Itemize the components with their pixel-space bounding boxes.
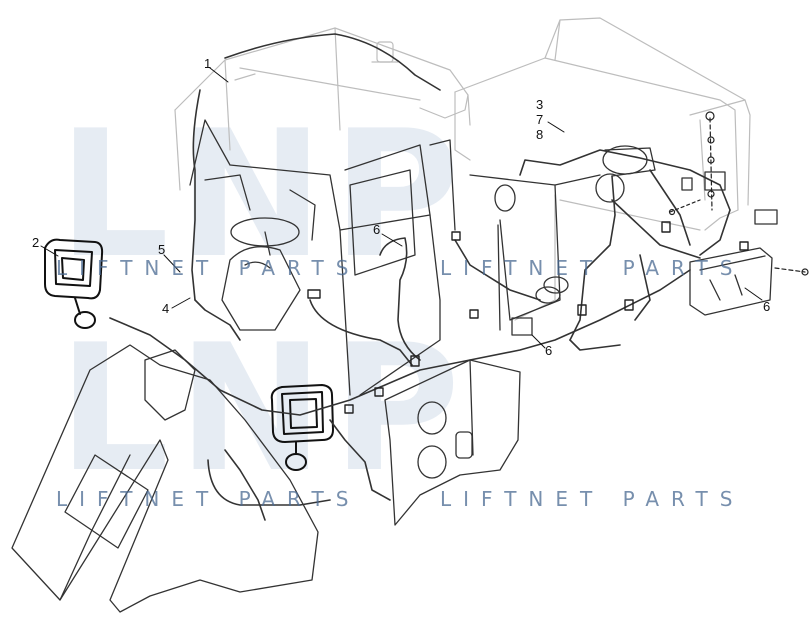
callout-5: 5 <box>158 242 166 257</box>
watermark-text-1: LIFTNET PARTS <box>56 256 361 280</box>
watermark-text-4: LIFTNET PARTS <box>440 487 745 511</box>
watermark-text-3: LIFTNET PARTS <box>56 487 361 511</box>
leader-lines <box>40 67 763 349</box>
front-frame-outline <box>11 119 778 613</box>
callout-4: 4 <box>162 301 170 316</box>
watermark-text-2: LIFTNET PARTS <box>440 256 745 280</box>
callout-8: 8 <box>536 127 544 142</box>
callout-6-cab: 6 <box>373 222 381 237</box>
callout-2: 2 <box>32 235 40 250</box>
work-lamp-front <box>44 238 104 329</box>
callout-6-battery: 6 <box>763 299 771 314</box>
callout-7: 7 <box>536 112 544 127</box>
callout-6-center: 6 <box>545 343 553 358</box>
connectors <box>307 221 749 414</box>
callout-3: 3 <box>536 97 544 112</box>
work-lamp-center <box>270 384 334 471</box>
logo-watermark-top: LNP <box>58 94 469 297</box>
callout-1: 1 <box>204 56 212 71</box>
rear-body-outline <box>174 17 751 321</box>
fasteners <box>668 111 809 276</box>
wiring-harness <box>109 33 731 521</box>
